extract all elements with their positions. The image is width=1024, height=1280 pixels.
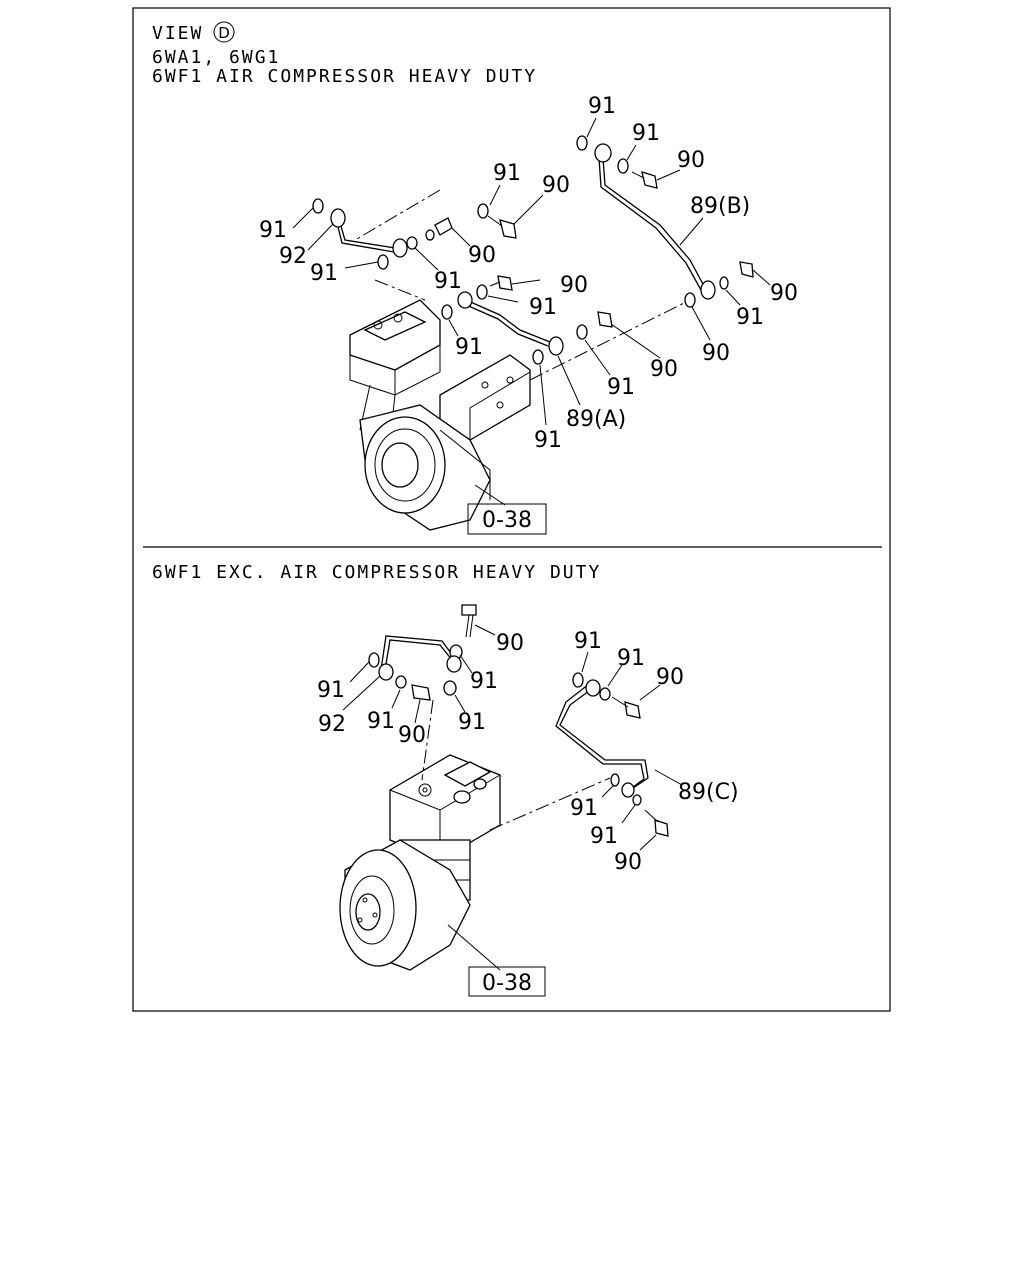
callout: 90 [656, 665, 684, 690]
callout: 91 [534, 428, 562, 453]
pipe-left-top [337, 215, 403, 251]
callouts-top: 91 91 90 91 90 89(B) 91 92 90 91 91 90 9… [259, 94, 798, 453]
model-header: 6WA1, 6WG1 [152, 47, 280, 68]
bottom-panel: 6WF1 EXC. AIR COMPRESSOR HEAVY DUTY [152, 562, 739, 997]
callout: 91 [632, 121, 660, 146]
callout: 91 [590, 824, 618, 849]
callout: 91 [570, 796, 598, 821]
callout-89b: 89(B) [690, 194, 750, 219]
top-panel: VIEW D 6WA1, 6WG1 6WF1 AIR COMPRESSOR HE… [152, 21, 798, 535]
callouts-bottom: 90 91 91 90 91 92 91 90 91 89(C) 91 91 9… [318, 629, 739, 875]
pipe-89a [465, 299, 551, 343]
view-letter: D [218, 24, 230, 42]
pipe-89c [559, 687, 649, 791]
callout: 91 [470, 669, 498, 694]
leader-lines-top [292, 117, 771, 506]
callout: 91 [493, 161, 521, 186]
view-letter-circle [213, 21, 235, 43]
section-header: 6WF1 AIR COMPRESSOR HEAVY DUTY [152, 66, 537, 87]
callout: 90 [468, 243, 496, 268]
reference-box-bottom [468, 966, 546, 997]
callout: 91 [317, 678, 345, 703]
callout: 91 [434, 269, 462, 294]
section-header-bottom: 6WF1 EXC. AIR COMPRESSOR HEAVY DUTY [152, 562, 601, 583]
callout: 91 [458, 710, 486, 735]
reference-label-top: 0-38 [482, 508, 532, 533]
callout: 90 [398, 723, 426, 748]
callout: 91 [607, 375, 635, 400]
callout: 90 [560, 273, 588, 298]
reference-box-top [467, 503, 547, 535]
reference-label-bottom: 0-38 [482, 971, 532, 996]
callout-89a: 89(A) [566, 407, 626, 432]
callout: 91 [367, 709, 395, 734]
pipe-89b [602, 157, 706, 289]
callout: 91 [259, 218, 287, 243]
hardware-top [312, 135, 754, 365]
hardware-bottom [368, 604, 669, 837]
callout: 91 [529, 295, 557, 320]
callout: 91 [310, 261, 338, 286]
leader-lines-bottom [342, 624, 683, 971]
callout: 91 [574, 629, 602, 654]
callout: 91 [736, 305, 764, 330]
callout: 91 [617, 646, 645, 671]
callout: 90 [677, 148, 705, 173]
callout: 90 [542, 173, 570, 198]
diagram-border [132, 7, 891, 1012]
callout: 90 [770, 281, 798, 306]
air-compressor-top [349, 189, 691, 531]
callout: 91 [588, 94, 616, 119]
air-compressor-bottom [339, 699, 611, 971]
callout-92: 92 [279, 244, 307, 269]
callout: 90 [650, 357, 678, 382]
callout: 90 [496, 631, 524, 656]
callout-92-bottom: 92 [318, 712, 346, 737]
pipe-left-bottom [384, 639, 453, 671]
callout: 90 [614, 850, 642, 875]
callout: 90 [702, 341, 730, 366]
callout: 91 [455, 335, 483, 360]
callout-89c: 89(C) [678, 780, 739, 805]
view-label: VIEW [152, 23, 203, 44]
